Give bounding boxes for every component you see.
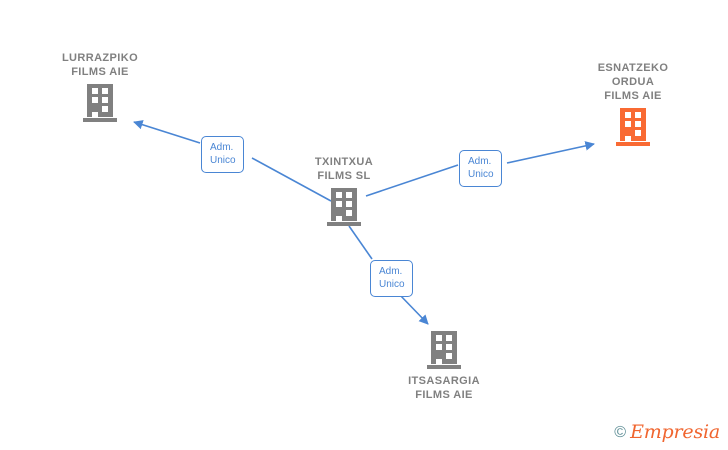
edge-segment-txintxua-to-label-lurrazpiko [251, 157, 332, 202]
building-icon [327, 188, 361, 226]
company-name-label: LURRAZPIKO FILMS AIE [61, 52, 139, 78]
edge-segment-txintxua-to-label-itsasargia [348, 225, 373, 260]
company-name-label: ITSASARGIA FILMS AIE [408, 375, 480, 401]
relation-label-txintxua-esnatzeko[interactable]: Adm. Unico [459, 150, 502, 187]
brand-name: Empresia [630, 421, 720, 443]
edge-arrow-label-to-itsasargia [397, 292, 429, 325]
relation-label-txintxua-itsasargia[interactable]: Adm. Unico [370, 260, 413, 297]
company-node-esnatzeko-ordua[interactable]: ESNATZEKO ORDUA FILMS AIE [558, 61, 708, 146]
company-name-label: TXINTXUA FILMS SL [314, 156, 374, 182]
building-icon [427, 331, 461, 369]
building-icon [83, 84, 117, 122]
empresia-watermark: © Empresia [614, 423, 720, 442]
edge-arrow-label-to-esnatzeko [506, 141, 595, 164]
edge-segment-txintxua-to-label-esnatzeko [365, 164, 459, 197]
edge-arrow-label-to-lurrazpiko [133, 120, 201, 144]
company-node-itsasargia[interactable]: ITSASARGIA FILMS AIE [369, 331, 519, 402]
building-icon [616, 108, 650, 146]
relation-label-txintxua-lurrazpiko[interactable]: Adm. Unico [201, 136, 244, 173]
company-node-txintxua[interactable]: TXINTXUA FILMS SL [269, 155, 419, 226]
copyright-icon: © [614, 423, 627, 441]
company-node-lurrazpiko[interactable]: LURRAZPIKO FILMS AIE [25, 51, 175, 122]
company-name-label: ESNATZEKO ORDUA FILMS AIE [597, 62, 669, 102]
